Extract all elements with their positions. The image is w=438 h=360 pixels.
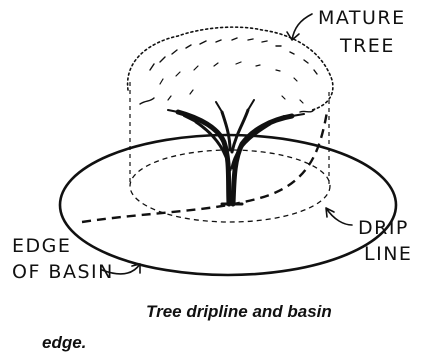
mature-tree-label-line2: TREE [339, 35, 395, 57]
mature-tree-label-line1: MATURE [318, 7, 406, 29]
basin-slope-line [81, 111, 329, 224]
drip-line-arrow [325, 207, 353, 226]
tree-trunk [167, 99, 305, 207]
tree-canopy [126, 26, 334, 113]
edge-of-basin-label-line2: OF BASIN [12, 261, 114, 283]
caption-line-1: Tree dripline and basin [146, 302, 332, 321]
caption-line-2: edge. [42, 333, 87, 352]
mature-tree-arrow [286, 13, 313, 41]
drip-line-label-line1: DRIP [358, 217, 409, 239]
edge-of-basin-label-line1: EDGE [12, 235, 71, 257]
edge-of-basin-arrow [101, 263, 141, 275]
drip-line-label-line2: LINE [364, 243, 412, 265]
